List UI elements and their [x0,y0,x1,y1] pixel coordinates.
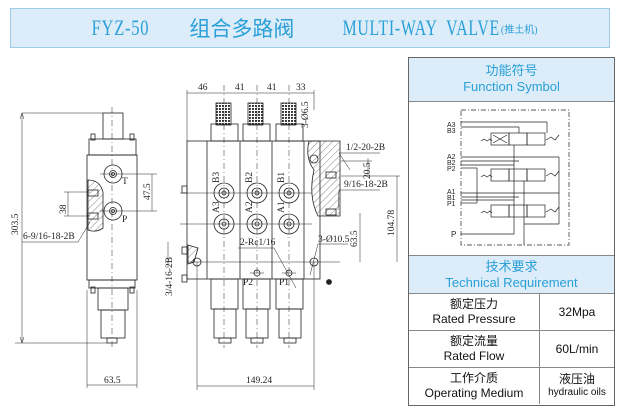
title-bar: FYZ-50 组合多路阀 MULTI-WAY VALVE (推土机) [10,8,610,48]
dim-104-78: 104.78 [387,210,397,236]
fs-port-B2: B2 [447,160,456,167]
function-symbol-cn: 功能符号 [485,63,538,78]
port-label-B2: B2 [245,172,255,183]
dim-top-33: 33 [296,83,306,93]
spec-value: 60L/min [540,331,614,367]
spec-value-main: 液压油 [558,372,595,386]
side-thread-note: 3/4-16-2B [165,257,175,296]
technical-drawing: 303.5 47.5 38 6-9/16-18-2B T P 63.5 [0,52,405,411]
port-label-P2: P2 [243,278,253,288]
port-label-A3: A3 [212,201,222,213]
fs-port-P1: P1 [447,201,456,208]
dim-port-pitch: 38 [59,204,69,214]
port-T-label: T [122,177,128,187]
spec-label-en: Rated Pressure [432,312,516,326]
spec-label-cn: 额定压力 [449,297,498,311]
dim-port-spacing: 47.5 [143,183,153,200]
hole-dia-note: 3-Ø6.5 [301,101,311,128]
spec-row-pressure: 额定压力 Rated Pressure 32Mpa [409,294,614,331]
dim-side-width: 63.5 [104,376,121,386]
thread-note-side: 6-9/16-18-2B [23,232,75,242]
mount-holes-note: 3-Ø10.5 [318,235,350,245]
spec-row-medium: 工作介质 Operating Medium 液压油 hydraulic oils [409,368,614,404]
spec-label-en: Rated Flow [443,349,505,363]
spec-label: 额定压力 Rated Pressure [409,294,540,330]
spec-row-flow: 额定流量 Rated Flow 60L/min [409,331,614,368]
function-symbol-diagram: A3 B3 A2 B2 P2 A1 B1 P1 P [409,102,614,256]
title-subtitle: (推土机) [500,24,538,36]
model-code: FYZ-50 [92,15,150,40]
fs-port-B3: B3 [447,128,456,135]
rc-note: 2-Rc1/16 [240,238,276,248]
side-view: 303.5 47.5 38 6-9/16-18-2B T P 63.5 [11,107,157,388]
fs-port-B1: B1 [447,195,456,202]
function-symbol-header: 功能符号 Function Symbol [409,58,614,102]
dim-height-total: 303.5 [11,213,21,235]
fs-port-P2: P2 [447,166,456,173]
dim-top-41b: 41 [267,83,277,93]
function-symbol-en: Function Symbol [463,79,560,94]
dim-top-46: 46 [198,83,208,93]
spec-value-main: 32Mpa [558,305,596,319]
dim-top-41a: 41 [235,83,245,93]
front-view: B3 B2 B1 A3 A2 A1 P2 P1 46 41 41 33 3-Ø6… [165,83,400,390]
spec-value-en: hydraulic oils [548,387,606,398]
spec-value-main: 60L/min [555,342,599,356]
dim-20-5: 20.5 [363,162,373,179]
title-chinese: 组合多路阀 [189,17,295,41]
spec-panel: 功能符号 Function Symbol A3 B3 A2 B2 [408,57,615,406]
thread-mid-note: 9/16-18-2B [344,180,388,190]
port-label-B3: B3 [212,172,222,183]
spec-label-cn: 工作介质 [449,371,498,385]
spec-value: 32Mpa [540,294,614,330]
spec-label-cn: 额定流量 [449,334,498,348]
port-label-B1: B1 [277,172,287,183]
thread-top-note: 1/2-20-2B [346,143,385,153]
fs-port-A3: A3 [447,122,456,129]
port-label-A2: A2 [245,201,255,213]
technical-en: Technical Requirement [445,275,578,290]
port-label-P1: P1 [279,278,289,288]
technical-cn: 技术要求 [485,259,538,274]
technical-requirement-header: 技术要求 Technical Requirement [409,256,614,294]
dim-width-total: 149.24 [246,376,272,386]
spec-label: 额定流量 Rated Flow [409,331,540,367]
spec-label: 工作介质 Operating Medium [409,368,540,404]
spec-value: 液压油 hydraulic oils [540,368,614,404]
dim-63-5: 63.5 [350,230,360,247]
fs-port-A1: A1 [447,189,456,196]
port-P-label: P [122,215,127,225]
fs-port-P: P [451,230,456,239]
title-english: MULTI-WAY VALVE [342,15,501,40]
spec-label-en: Operating Medium [424,386,524,400]
port-label-A1: A1 [277,201,287,213]
fs-port-A2: A2 [447,154,456,161]
